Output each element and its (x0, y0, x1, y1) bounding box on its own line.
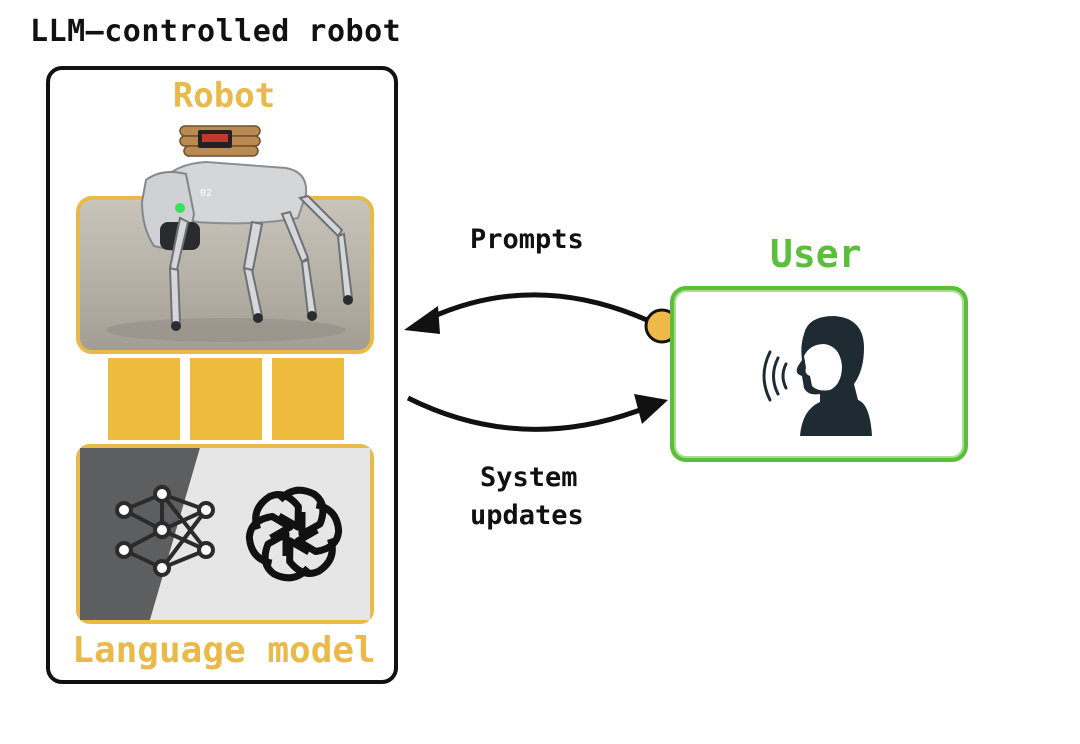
svg-text:02: 02 (200, 188, 212, 199)
system-updates-label-line2: updates (470, 500, 584, 531)
prompts-label: Prompts (470, 224, 584, 255)
system-updates-label-line1: System (480, 462, 578, 493)
quadruped-robot-photo: 02 (106, 125, 354, 342)
token-block (108, 358, 180, 440)
neural-network-icon (115, 485, 215, 577)
diagram-title: LLM–controlled robot (30, 14, 402, 49)
llm-robot-container (46, 66, 398, 684)
speaking-person-icon (762, 316, 872, 436)
user-label: User (770, 232, 862, 276)
token-blocks (108, 358, 344, 442)
prompts-arrow (428, 292, 662, 329)
user-box-glow (674, 290, 964, 458)
token-block (272, 358, 344, 440)
system-updates-arrow (406, 395, 641, 432)
prompts-arrowhead (404, 306, 440, 334)
system-updates-arrowhead (634, 394, 668, 424)
token-block (190, 358, 262, 440)
openai-logo-icon (245, 486, 343, 582)
robot-label: Robot (172, 76, 276, 116)
language-model-label: Language model (72, 630, 376, 671)
